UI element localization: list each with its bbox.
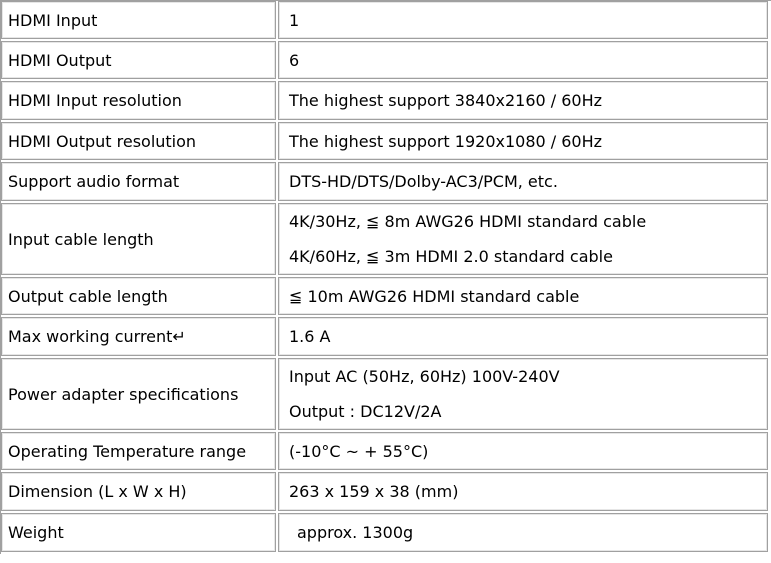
spec-value-line: DTS-HD/DTS/Dolby-AC3/PCM, etc.	[289, 172, 558, 191]
table-row: HDMI Input 1	[1, 1, 771, 41]
spec-value-line: approx. 1300g	[297, 523, 414, 542]
spec-value-line: 1.6 A	[289, 327, 331, 346]
spec-value-line: Input AC (50Hz, 60Hz) 100V-240V	[289, 367, 560, 386]
table-row: Dimension (L x W x H) 263 x 159 x 38 (mm…	[1, 472, 771, 513]
spec-value-line: The highest support 3840x2160 / 60Hz	[289, 91, 603, 110]
table-row: Weight approx. 1300g	[1, 513, 771, 554]
spec-value: (-10°C ~ + 55°C)	[278, 432, 768, 470]
spec-value: 6	[278, 41, 768, 79]
spec-value-line: Output : DC12V/2A	[289, 402, 442, 421]
spec-value: ≦ 10m AWG26 HDMI standard cable	[278, 277, 768, 315]
spec-label: Max working current↵	[1, 317, 276, 356]
spec-label: HDMI Input resolution	[1, 81, 276, 120]
spec-value: DTS-HD/DTS/Dolby-AC3/PCM, etc.	[278, 162, 768, 201]
spec-value: 1.6 A	[278, 317, 768, 356]
spec-value: 4K/30Hz, ≦ 8m AWG26 HDMI standard cable …	[278, 203, 768, 275]
table-row: Support audio format DTS-HD/DTS/Dolby-AC…	[1, 162, 771, 203]
spec-label: Dimension (L x W x H)	[1, 472, 276, 511]
spec-value-line: (-10°C ~ + 55°C)	[289, 441, 429, 461]
table-row: HDMI Output 6	[1, 41, 771, 81]
spec-value-line: 263 x 159 x 38 (mm)	[289, 482, 459, 501]
spec-value-line: 4K/60Hz, ≦ 3m HDMI 2.0 standard cable	[289, 247, 613, 266]
table-row: Input cable length 4K/30Hz, ≦ 8m AWG26 H…	[1, 203, 771, 277]
spec-label: Input cable length	[1, 203, 276, 275]
table-row: Operating Temperature range (-10°C ~ + 5…	[1, 432, 771, 472]
spec-value: The highest support 1920x1080 / 60Hz	[278, 122, 768, 160]
spec-label: Power adapter specifications	[1, 358, 276, 430]
table-row: Power adapter specifications Input AC (5…	[1, 358, 771, 432]
spec-value-line: 6	[289, 50, 300, 70]
spec-label: HDMI Input	[1, 1, 276, 39]
spec-label: Support audio format	[1, 162, 276, 201]
spec-value: approx. 1300g	[278, 513, 768, 552]
spec-value: The highest support 3840x2160 / 60Hz	[278, 81, 768, 120]
table-row: HDMI Input resolution The highest suppor…	[1, 81, 771, 122]
table-row: Max working current↵ 1.6 A	[1, 317, 771, 358]
table-row: HDMI Output resolution The highest suppo…	[1, 122, 771, 162]
spec-value-line: The highest support 1920x1080 / 60Hz	[289, 131, 603, 151]
spec-value-line: ≦ 10m AWG26 HDMI standard cable	[289, 286, 580, 306]
spec-value: 1	[278, 1, 768, 39]
table-row: Output cable length ≦ 10m AWG26 HDMI sta…	[1, 277, 771, 317]
spec-label: HDMI Output resolution	[1, 122, 276, 160]
spec-value-line: 4K/30Hz, ≦ 8m AWG26 HDMI standard cable	[289, 212, 647, 231]
spec-value-line: 1	[289, 10, 300, 30]
spec-label: Weight	[1, 513, 276, 552]
spec-label: Output cable length	[1, 277, 276, 315]
spec-value: 263 x 159 x 38 (mm)	[278, 472, 768, 511]
spec-label: Operating Temperature range	[1, 432, 276, 470]
spec-value: Input AC (50Hz, 60Hz) 100V-240V Output :…	[278, 358, 768, 430]
spec-label: HDMI Output	[1, 41, 276, 79]
